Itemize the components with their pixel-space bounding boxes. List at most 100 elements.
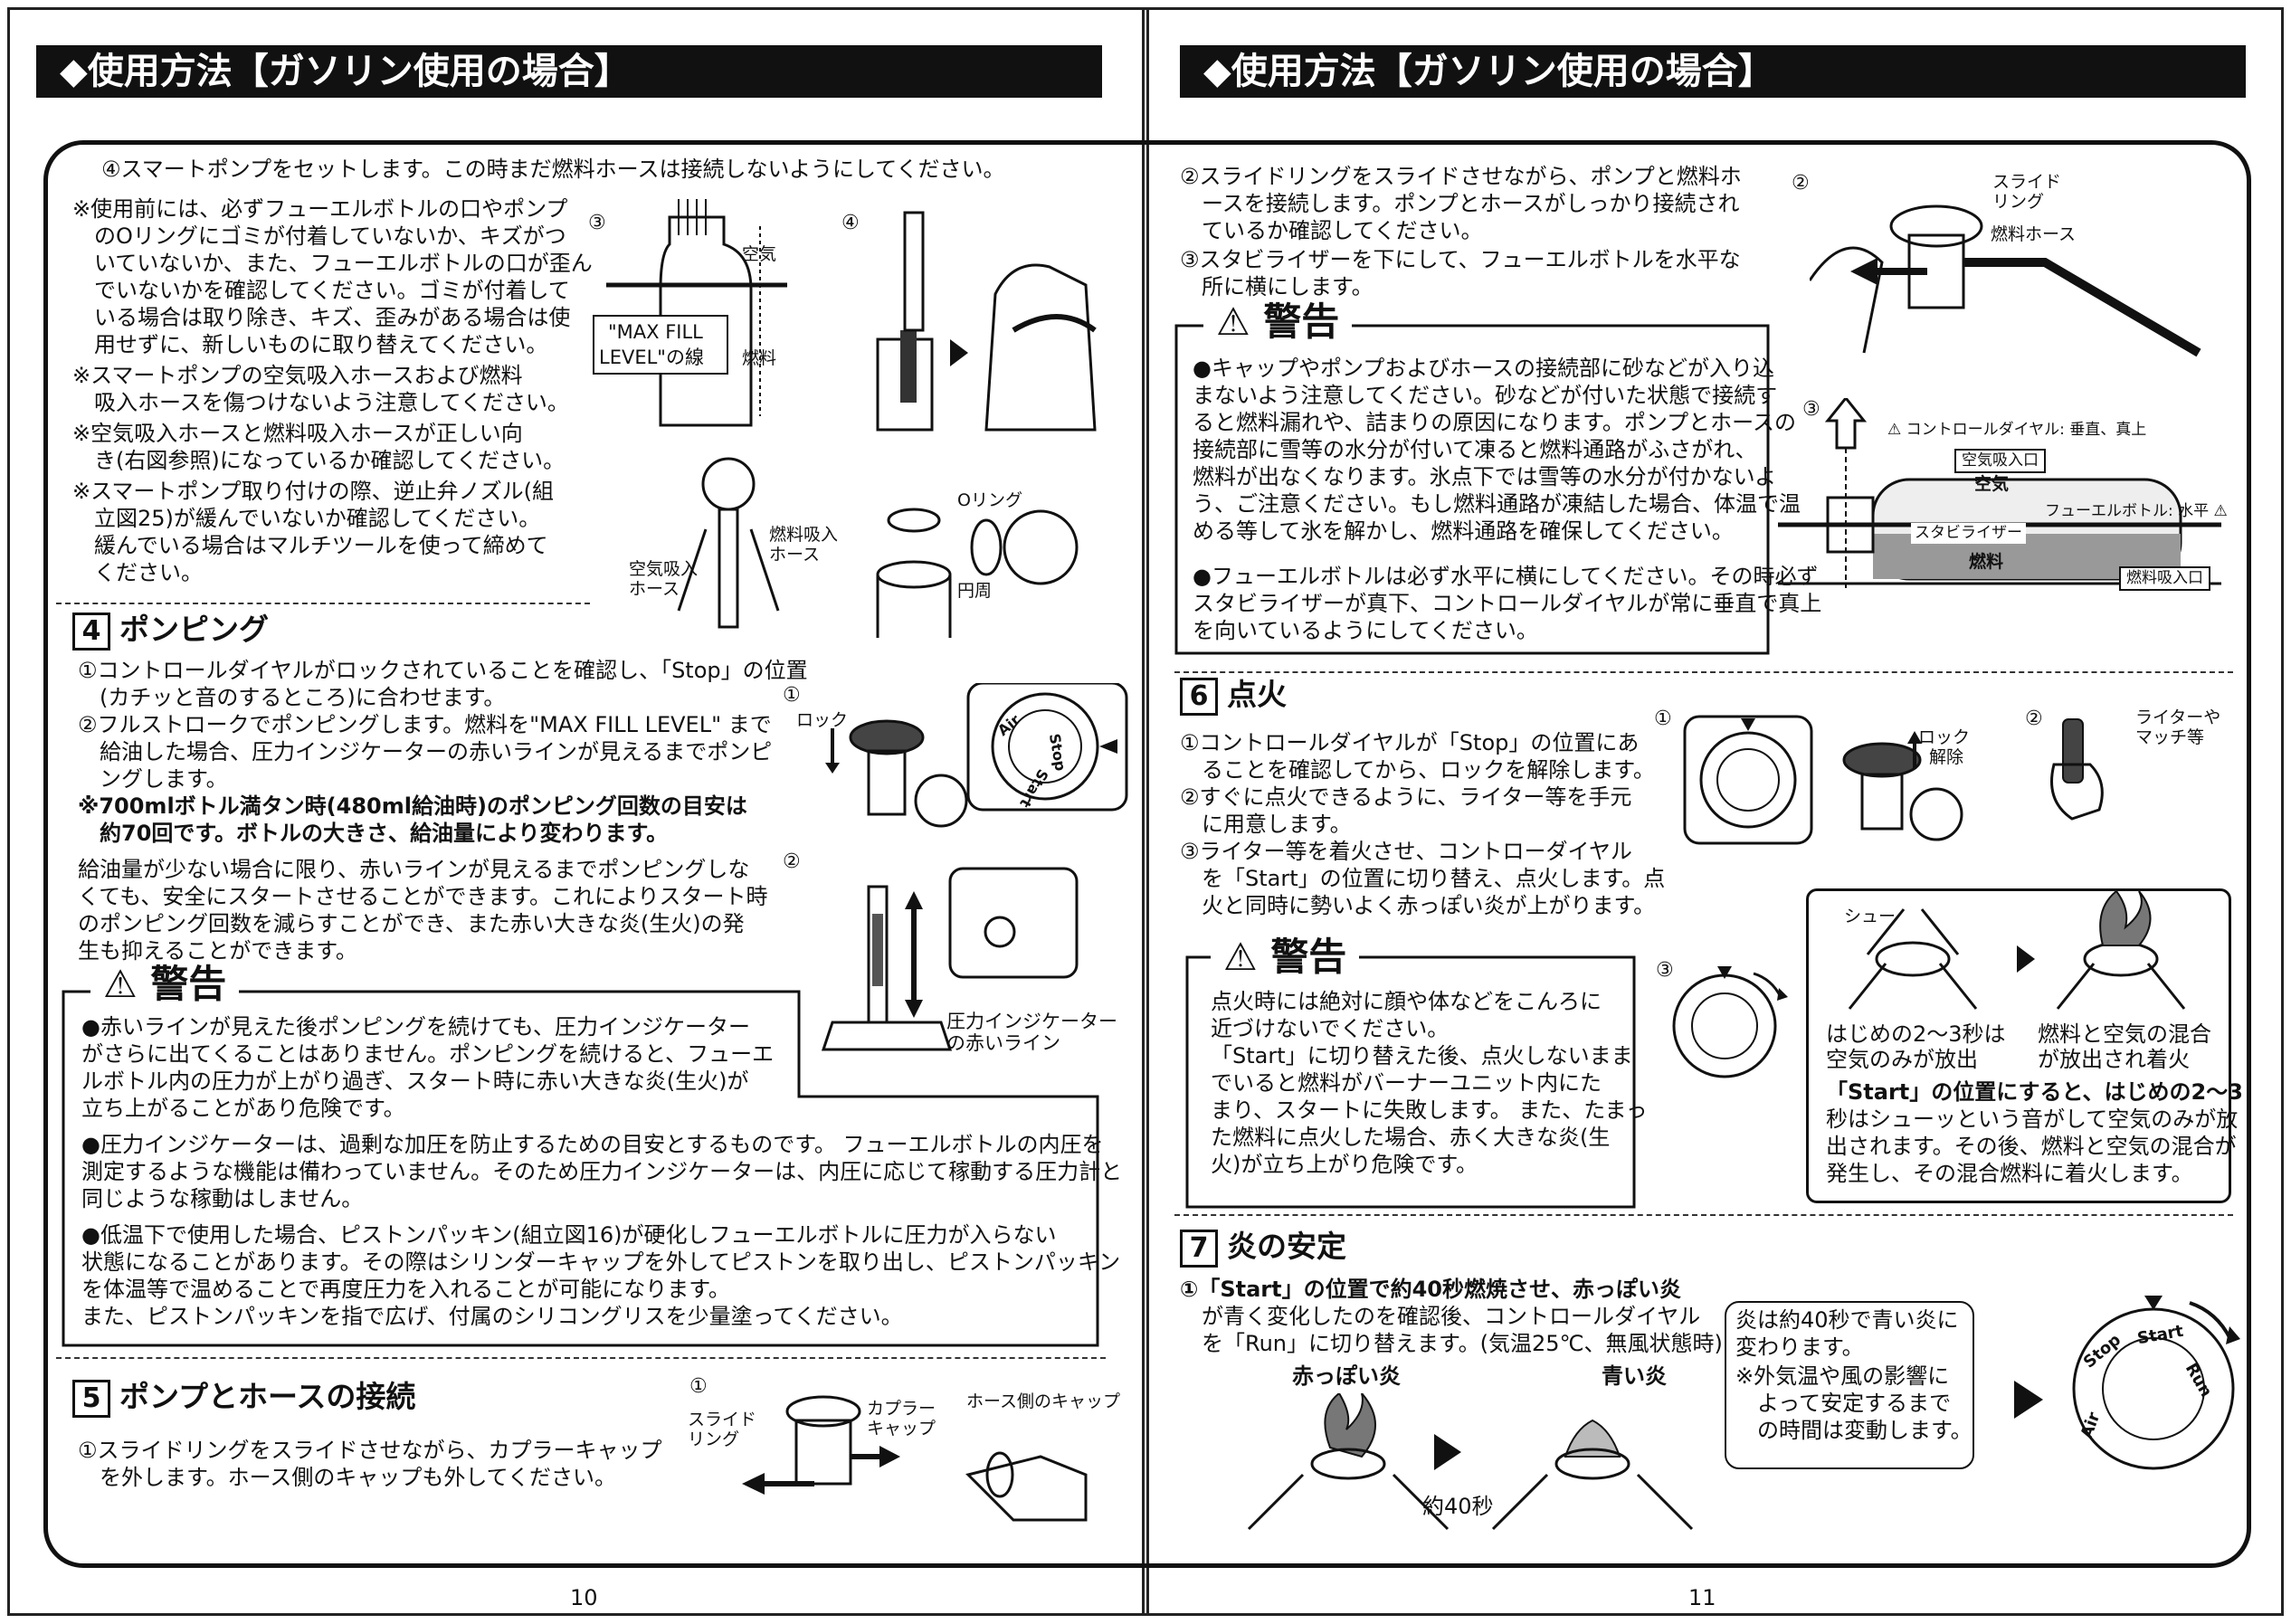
divider [1174, 671, 2233, 673]
note-2-line: 吸入ホースを傷つけないよう注意してください。 [94, 390, 569, 415]
fuel-label: 燃料 [1969, 552, 2004, 572]
note-4-line: 立図25)が緩んでいないか確認してください。 [94, 506, 541, 531]
unlock-illustration [1683, 715, 1963, 845]
note-1-line: いていないか、また、フューエルボトルの口が歪ん [94, 251, 593, 276]
lighter-label-2: マッチ等 [2135, 727, 2205, 747]
blue-flame-label: 青い炎 [1602, 1363, 1667, 1389]
right-warning-frame [1174, 324, 1770, 655]
s4-bold-note: ※700mlボトル満タン時(480ml給油時)のポンピング回数の目安は [78, 793, 747, 819]
left-warn-b1: がさらに出てくることはありません。ポンピングを続けると、フューエ [81, 1041, 775, 1067]
bottle-fill-illustration [606, 199, 787, 427]
section7-title: 7 炎の安定 [1180, 1229, 1346, 1268]
lighter-illustration [2050, 718, 2104, 821]
start-explain: 出されます。その後、燃料と空気の混合が [1826, 1134, 2237, 1159]
section7-title-text: 炎の安定 [1227, 1229, 1346, 1264]
ignition-caption-2: 燃料と空気の混合 [2038, 1021, 2211, 1047]
divider [1174, 1214, 2233, 1216]
lock-label: ロック [796, 710, 849, 730]
air-hose-label-2: ホース [629, 579, 680, 599]
warning-icon: ⚠ [2209, 502, 2228, 520]
fuel-hose-label-2: ホース [769, 545, 821, 565]
lock-dial-illustration [825, 683, 1128, 828]
shoo-label: シュー [1844, 907, 1896, 926]
right-warn-b1: める等して氷を解かし、燃料通路を確保してください。 [1193, 518, 1734, 544]
section6-title: 6 点火 [1180, 677, 1287, 716]
s6-warn-line: でいると燃料がバーナーユニット内にた [1211, 1070, 1602, 1096]
oring-illustration [876, 508, 1079, 638]
duration-label: 約40秒 [1422, 1494, 1494, 1519]
note-1-line: でいないかを確認してください。ゴミが付着して [94, 278, 570, 303]
arrow-right-icon [2014, 1381, 2043, 1419]
warning-icon: ⚠ [1223, 935, 1258, 979]
s7-p1: を「Run」に切り替えます。(気温25℃、無風状態時) [1180, 1331, 1723, 1356]
indicator-label-2: の赤いライン [946, 1032, 1060, 1054]
s6-warn-line: 「Start」に切り替えた後、点火しないまま [1211, 1043, 1633, 1068]
s4-para: くても、安全にスタートさせることができます。これによりスタート時 [78, 884, 768, 909]
left-warn-b2: ●圧力インジケーターは、過剰な加圧を防止するための目安とするものです。 フューエ… [81, 1132, 1104, 1157]
right-warn-b1: 燃料が出なくなります。氷点下では雪等の水分が付かないよ [1193, 464, 1777, 489]
r-slide-label-2: リング [1992, 192, 2045, 212]
divider [56, 603, 590, 604]
s6-warn-line: 火)が立ち上がり危険です。 [1211, 1152, 1478, 1177]
fig3-fuel-label: 燃料 [742, 348, 777, 368]
note-3-line: き(右図参照)になっているか確認してください。 [94, 448, 566, 473]
fig3-number: ③ [588, 212, 606, 234]
right-page-border [1142, 7, 2284, 1616]
maxfill-label-1: "MAX FILL [608, 321, 703, 343]
coupler-label-1: カプラー [867, 1399, 936, 1419]
right-warn-b1: まないよう注意してください。砂などが付いた状態で接続す [1193, 383, 1778, 408]
s4-p1: (カチッと音のするところ)に合わせます。 [78, 685, 506, 710]
right-warning-title: ⚠ 警告 [1203, 299, 1353, 346]
r-fig2-number: ② [1792, 172, 1810, 195]
s5-fig1-number: ① [689, 1375, 708, 1398]
stabilizer-label: スタビライザー [1911, 523, 2026, 544]
s4-fig2-number: ② [783, 850, 801, 873]
divider [56, 1357, 1106, 1359]
fig3-air-label: 空気 [742, 244, 777, 264]
r-fuel-hose-label: 燃料ホース [1991, 224, 2077, 244]
right-p2: ているか確認してください。 [1180, 218, 1483, 243]
note-4-line: 緩んでいる場合はマルチツールを使って締めて [94, 533, 548, 558]
s4-p2: ングします。 [78, 766, 228, 792]
left-warn-b1: 立ち上がることがあり危険です。 [81, 1096, 405, 1121]
s6-p1: ①コントロールダイヤルが「Stop」の位置にあ [1180, 730, 1640, 755]
s5-slide-label-1: スライド [688, 1410, 757, 1429]
run-dial-illustration [2072, 1296, 2240, 1470]
note-3-line: ※空気吸入ホースと燃料吸入ホースが正しい向 [72, 421, 523, 446]
left-warn-b3: 状態になることがあります。その際はシリンダーキャップを外してピストンを取り出し、… [81, 1249, 1121, 1275]
maxfill-label-2: LEVEL"の線 [599, 347, 704, 368]
s6-warning-title-text: 警告 [1270, 935, 1347, 979]
coupler-illustration [742, 1395, 1088, 1522]
warning-icon: ⚠ [1887, 421, 1906, 439]
stabilize-note: ※外気温や風の影響に [1735, 1363, 1950, 1389]
pumping-illustration [821, 867, 1079, 1051]
left-warn-b3: ●低温下で使用した場合、ピストンパッキン(組立図16)が硬化しフューエルボトルに… [81, 1222, 1057, 1248]
s4-fig1-number: ① [783, 684, 801, 707]
section6-number: 6 [1180, 677, 1218, 716]
s6-fig1-number: ① [1654, 708, 1672, 730]
hose-connect-illustration [1810, 204, 2201, 357]
section7-number: 7 [1180, 1229, 1218, 1268]
lighter-label-1: ライターや [2135, 708, 2221, 727]
s6-p2: に用意します。 [1180, 812, 1352, 837]
right-warn-b2: スタビライザーが真下、コントロールダイヤルが常に垂直で真上 [1193, 591, 1822, 616]
unlock-label-1: ロック [1918, 727, 1971, 747]
start-explain: 発生し、その混合燃料に着火します。 [1826, 1161, 2193, 1186]
left-page-number: 10 [570, 1585, 598, 1610]
s4-p2: 給油した場合、圧力インジケーターの赤いラインが見えるまでポンピ [78, 739, 773, 765]
s6-p1: ることを確認してから、ロックを解除します。 [1180, 757, 1655, 783]
right-page-number: 11 [1688, 1585, 1716, 1610]
s5-p1: を外します。ホース側のキャップも外してください。 [78, 1465, 616, 1490]
section6-title-text: 点火 [1227, 677, 1287, 712]
right-p2: ースを接続します。ポンプとホースがしっかり接続され [1180, 191, 1740, 216]
s4-para: 生も抑えることができます。 [78, 938, 357, 964]
s4-para: のポンピング回数を減らすことができ、また赤い大きな炎(生火)の発 [78, 911, 745, 936]
stabilize-note: 変わります。 [1735, 1334, 1864, 1360]
ignition-caption-1: 空気のみが放出 [1826, 1047, 1978, 1072]
circle-label: 円周 [957, 581, 993, 601]
section5-number: 5 [72, 1379, 110, 1418]
maxfill-callout [593, 315, 728, 375]
left-warning-title: ⚠ 警告 [90, 961, 240, 1008]
